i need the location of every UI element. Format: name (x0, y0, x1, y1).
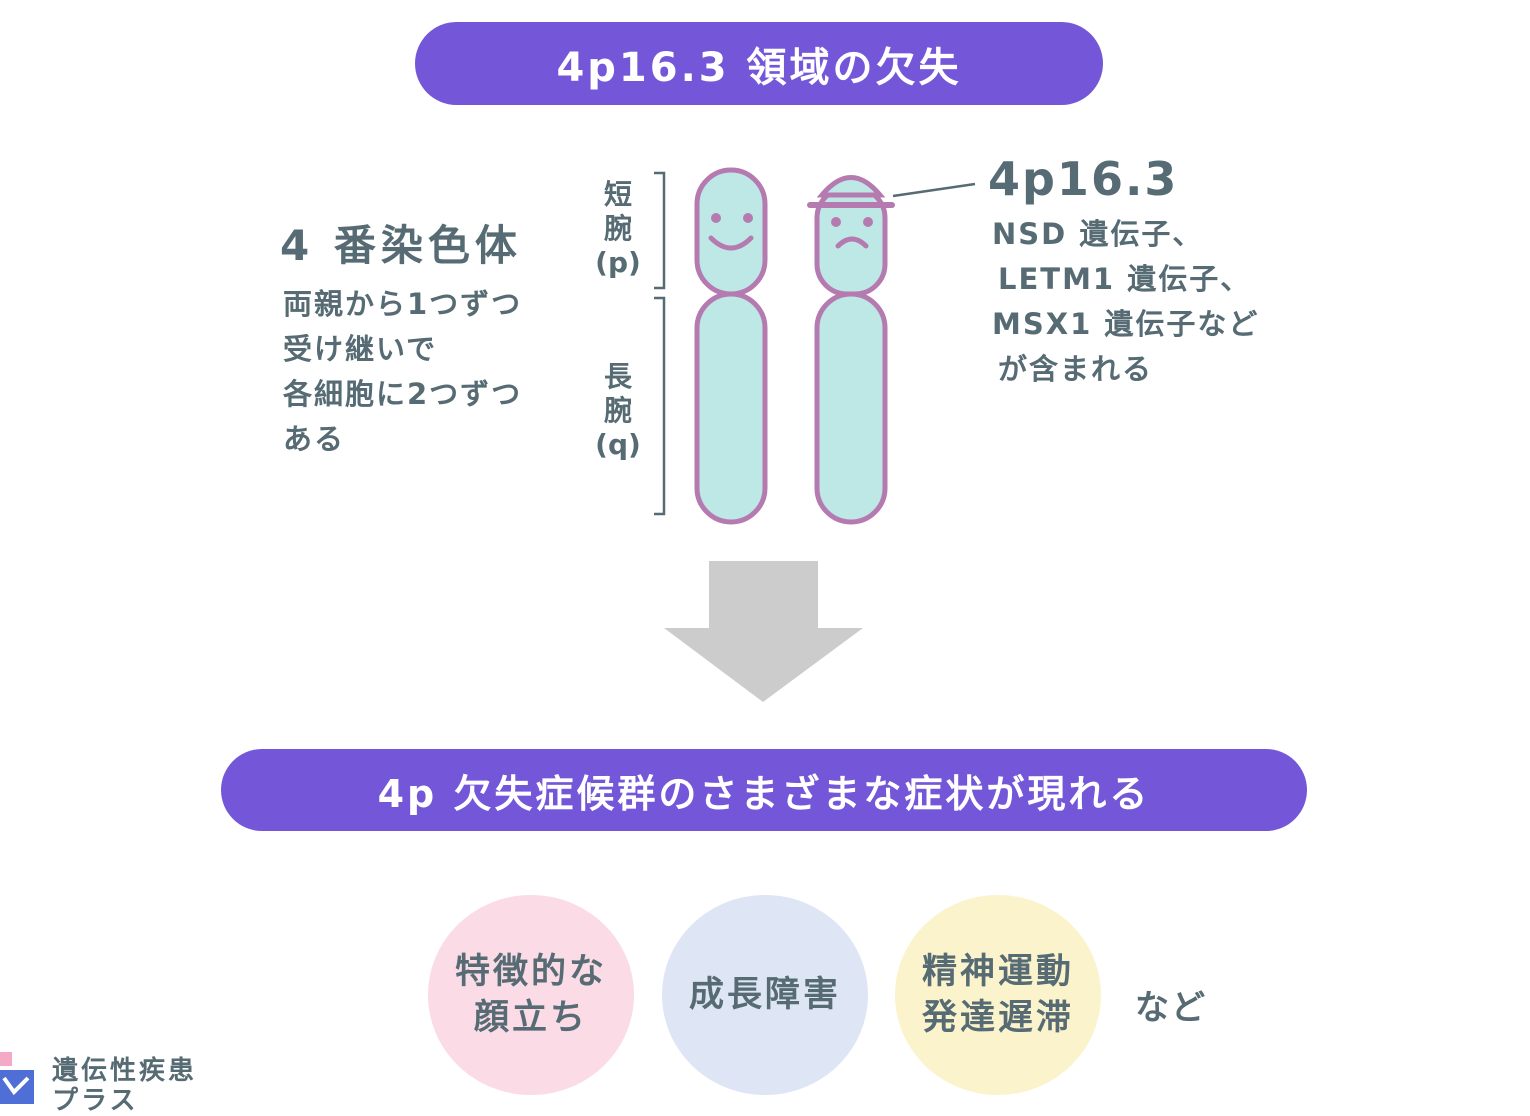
brand-name-line: プラス (52, 1086, 139, 1116)
deleted-chromosome (807, 175, 895, 525)
long-arm-label-char: 長 (603, 360, 632, 393)
long-arm-label-char: 腕 (603, 394, 632, 427)
symptom-growth-disorder: 成長障害 (662, 895, 868, 1095)
long-arm-bracket (654, 296, 666, 516)
brand-mark-icon (0, 1052, 34, 1104)
gene-list-line: LETM1 遺伝子、 (998, 262, 1252, 296)
locus-pointer-line (892, 182, 976, 198)
result-banner: 4p 欠失症候群のさまざまな症状が現れる (221, 749, 1307, 831)
symptom-facial-features: 特徴的な 顔立ち (428, 895, 634, 1095)
chromosome-diagram (654, 167, 976, 702)
short-arm-label-char: 腕 (603, 212, 632, 245)
brand-name-line: 遺伝性疾患 (52, 1056, 198, 1086)
deletion-title-text: 4p16.3 領域の欠失 (556, 44, 962, 91)
result-banner-text: 4p 欠失症候群のさまざまな症状が現れる (377, 771, 1151, 816)
gene-list-line: NSD 遺伝子、 (992, 217, 1204, 251)
down-arrow-icon (664, 561, 863, 702)
normal-chromosome (694, 167, 768, 525)
chromosome-description-line: ある (283, 422, 346, 456)
deletion-title-banner: 4p16.3 領域の欠失 (415, 22, 1103, 105)
gene-list-line: が含まれる (998, 352, 1154, 386)
chromosome-description-line: 両親から1つずつ (283, 287, 523, 321)
gene-list: NSD 遺伝子、 LETM1 遺伝子、 MSX1 遺伝子など が含まれる (992, 212, 1259, 392)
sad-eye-icon (831, 217, 841, 227)
happy-eye-icon (711, 213, 721, 223)
short-arm-label-char: 短 (603, 178, 632, 211)
symptom-line: 成長障害 (688, 975, 841, 1015)
short-arm-label-char: (p) (595, 246, 641, 279)
smile-icon (708, 235, 754, 251)
short-arm-bracket (654, 171, 666, 290)
happy-eye-icon (743, 213, 753, 223)
symptom-line: 精神運動 (921, 952, 1074, 992)
frown-icon (835, 236, 869, 249)
symptom-line: 特徴的な (454, 952, 607, 992)
brand-logo: 遺伝性疾患 プラス (0, 1048, 240, 1116)
deleted-cap (816, 175, 886, 198)
long-arm-label-char: (q) (595, 428, 641, 461)
chromosome-description-line: 受け継いで (283, 332, 438, 366)
symptom-line: 顔立ち (473, 998, 588, 1038)
brand-name: 遺伝性疾患 プラス (52, 1056, 197, 1116)
chromosome-description-line: 各細胞に2つずつ (283, 377, 523, 411)
symptom-developmental-delay: 精神運動 発達遅滞 (895, 895, 1101, 1095)
gene-list-line: MSX1 遺伝子など (992, 307, 1260, 341)
chromosome-description: 両親から1つずつ 受け継いで 各細胞に2つずつ ある (283, 282, 573, 462)
sad-eye-icon (863, 217, 873, 227)
symptoms-etc-label: など (1135, 988, 1207, 1028)
locus-label: 4p16.3 (988, 152, 1179, 206)
symptom-line: 発達遅滞 (921, 998, 1074, 1038)
chromosome-heading: 4 番染色体 (280, 221, 522, 270)
long-arm-label: 長 腕 (q) (588, 360, 648, 462)
short-arm-label: 短 腕 (p) (588, 178, 648, 280)
